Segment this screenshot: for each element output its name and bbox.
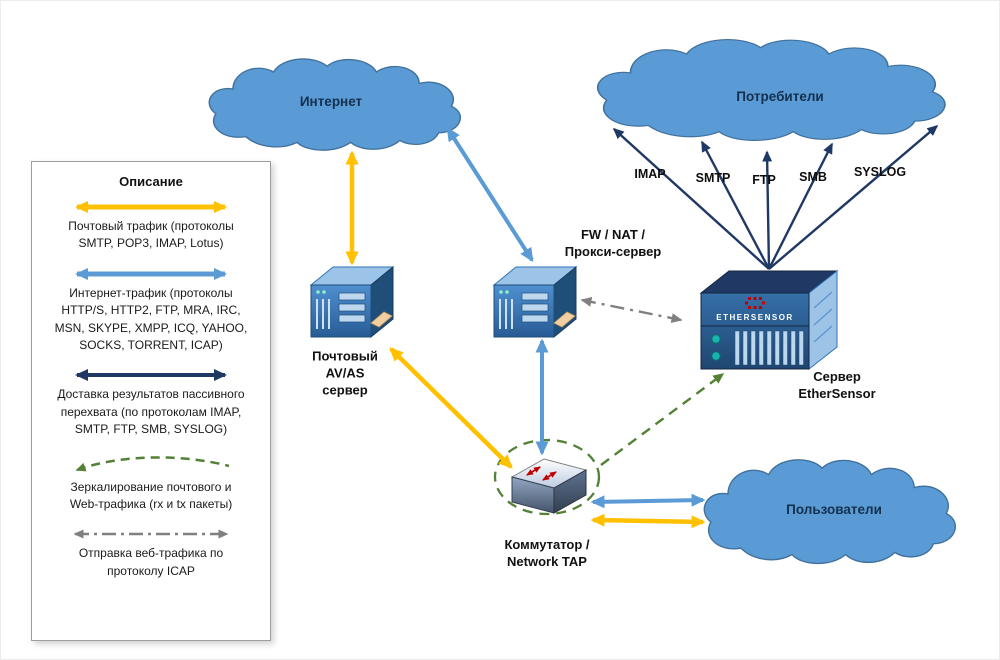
- protocol-label-imap: IMAP: [634, 166, 666, 181]
- ethersensor-logo-icon: [745, 297, 765, 309]
- legend-text-mirroring: Зеркалирование почтового и Web-трафика (…: [69, 479, 233, 511]
- legend-text-icap: Отправка веб-трафика по протоколу ICAP: [78, 546, 224, 578]
- internet-traffic-arrow-icon: [74, 267, 227, 280]
- mirroring-arrow-icon: [75, 455, 230, 471]
- delivery-arrow-syslog: [768, 125, 939, 270]
- internet-traffic-arrow-internet-proxy: [446, 126, 534, 263]
- mail-server-label: Почтовый AV/AS сервер: [312, 348, 378, 398]
- users-cloud-label: Пользователи: [786, 502, 882, 518]
- switch-label: Коммутатор / Network TAP: [504, 537, 590, 569]
- delivery-arrow-smb: [767, 142, 834, 270]
- delivery-arrow-ftp: [762, 150, 773, 270]
- legend-item-mirroring: Зеркалирование почтового и Web-трафика (…: [61, 452, 241, 514]
- network-tap-switch-icon: [510, 458, 588, 514]
- protocol-label-smtp: SMTP: [695, 170, 731, 185]
- legend-item-passive-delivery: Доставка результатов пассивного перехват…: [57, 367, 245, 438]
- legend-item-internet-traffic: Интернет-трафик (протоколы HTTP/S, HTTP2…: [54, 266, 248, 355]
- protocol-label-smb: SMB: [799, 169, 827, 184]
- ethersensor-device-text: ETHERSENSOR: [716, 313, 793, 322]
- consumers-cloud-label: Потребители: [736, 89, 824, 105]
- mirroring-arrow-switch-ethersensor: [600, 373, 725, 466]
- mail-av-as-server-icon: [310, 266, 394, 338]
- legend-item-icap: Отправка веб-трафика по протоколу ICAP: [61, 526, 241, 580]
- icap-arrow-icon: [73, 529, 229, 539]
- delivery-arrow-fan: [612, 125, 939, 270]
- legend-title: Описание: [119, 174, 183, 189]
- ethersensor-drive-slots: [734, 330, 804, 366]
- internet-cloud-label: Интернет: [299, 94, 363, 110]
- legend-text-passive-delivery: Доставка результатов пассивного перехват…: [57, 387, 245, 437]
- mail-traffic-arrow-mailserver-switch: [389, 347, 513, 469]
- ethersensor-server-icon: ETHERSENSOR: [699, 269, 839, 371]
- delivery-arrow-smtp: [700, 140, 771, 270]
- legend-panel: Описание Почтовый трафик (протоколы SMTP…: [31, 161, 271, 641]
- delivery-arrow-imap: [612, 127, 770, 270]
- internet-traffic-arrow-switch-users: [590, 493, 706, 509]
- mail-traffic-arrow-icon: [75, 201, 227, 213]
- mail-traffic-arrow-switch-users: [590, 513, 706, 529]
- protocol-label-syslog: SYSLOG: [853, 164, 907, 179]
- proxy-server-label: FW / NAT / Прокси-сервер: [564, 227, 662, 259]
- icap-arrow-proxy-ethersensor: [580, 296, 683, 324]
- passive-delivery-arrow-icon: [74, 369, 227, 382]
- switch-port-arrows-icon: [526, 466, 557, 481]
- legend-item-mail-traffic: Почтовый трафик (протоколы SMTP, POP3, I…: [61, 199, 241, 253]
- protocol-label-ftp: FTP: [752, 172, 776, 187]
- legend-text-internet-traffic: Интернет-трафик (протоколы HTTP/S, HTTP2…: [54, 285, 248, 352]
- legend-text-mail-traffic: Почтовый трафик (протоколы SMTP, POP3, I…: [68, 219, 234, 251]
- ethersensor-server-label: Сервер EtherSensor: [798, 369, 876, 401]
- proxy-server-icon: [493, 266, 577, 338]
